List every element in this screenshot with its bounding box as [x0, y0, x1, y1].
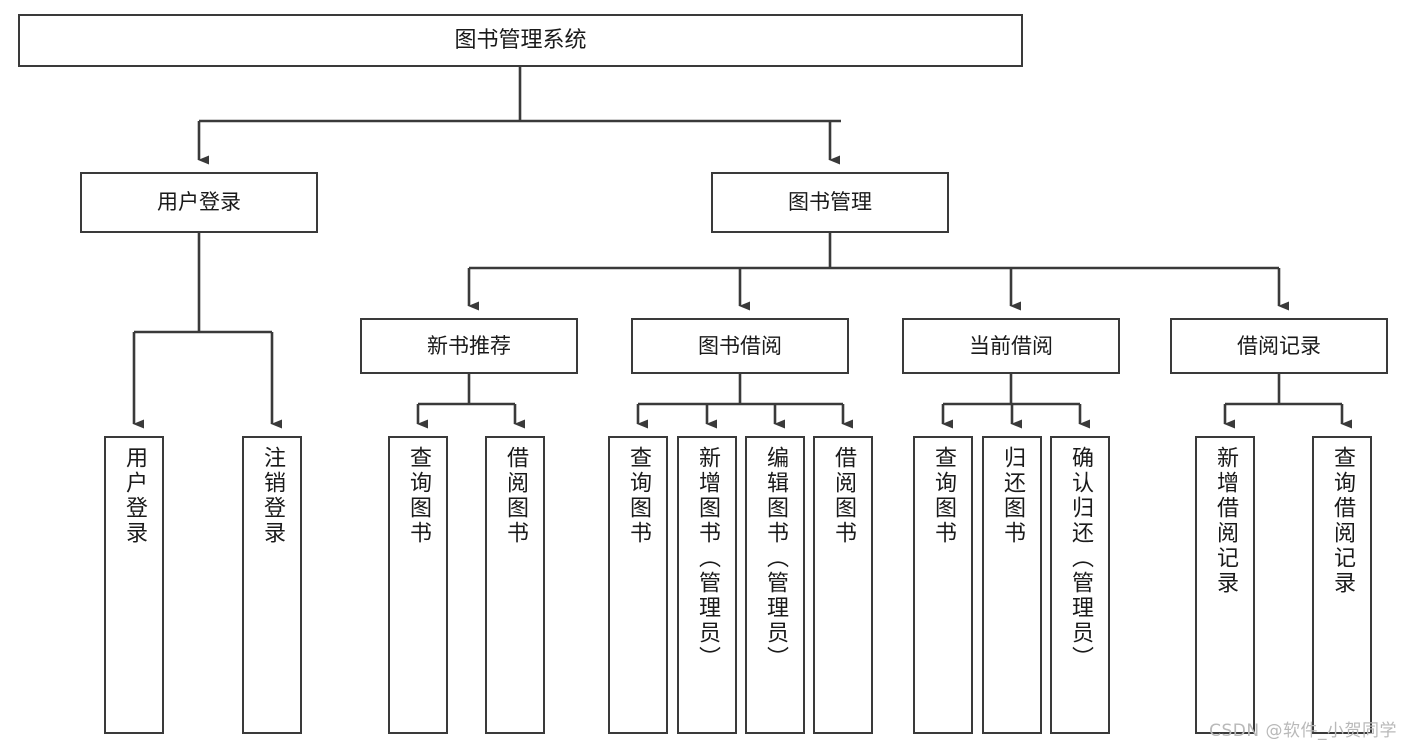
leaf-record-add-record[interactable]: 新增借阅记录: [1195, 436, 1255, 734]
leaf-record-add-record-label: 新增借阅记录: [1213, 446, 1238, 596]
leaf-current-query-book-label: 查询图书: [931, 446, 956, 546]
node-user-login[interactable]: 用户登录: [80, 172, 318, 233]
leaf-current-query-book[interactable]: 查询图书: [913, 436, 973, 734]
node-root-label: 图书管理系统: [454, 27, 587, 53]
node-root[interactable]: 图书管理系统: [18, 14, 1023, 67]
leaf-borrow-edit-book-label: 编辑图书（管理员）: [763, 446, 788, 671]
leaf-borrow-query-book[interactable]: 查询图书: [608, 436, 668, 734]
leaf-borrow-query-book-label: 查询图书: [626, 446, 651, 546]
node-user-login-label: 用户登录: [157, 190, 241, 215]
node-current-borrow[interactable]: 当前借阅: [902, 318, 1120, 374]
node-borrow-record-label: 借阅记录: [1237, 333, 1321, 358]
node-current-borrow-label: 当前借阅: [969, 333, 1053, 358]
leaf-newbook-query-book-label: 查询图书: [406, 446, 431, 546]
leaf-borrow-lend-book-label: 借阅图书: [831, 446, 856, 546]
node-book-borrow-label: 图书借阅: [698, 333, 782, 358]
leaf-newbook-query-book[interactable]: 查询图书: [388, 436, 448, 734]
leaf-borrow-lend-book[interactable]: 借阅图书: [813, 436, 873, 734]
node-book-borrow[interactable]: 图书借阅: [631, 318, 849, 374]
node-book-management-label: 图书管理: [788, 190, 872, 215]
watermark: CSDN @软件_小贺同学: [1209, 721, 1397, 741]
leaf-current-confirm-return[interactable]: 确认归还（管理员）: [1050, 436, 1110, 734]
leaf-current-confirm-return-label: 确认归还（管理员）: [1068, 446, 1093, 671]
node-new-book-recommend[interactable]: 新书推荐: [360, 318, 578, 374]
leaf-record-query-record-label: 查询借阅记录: [1330, 446, 1355, 596]
leaf-borrow-add-book-label: 新增图书（管理员）: [695, 446, 720, 671]
leaf-newbook-borrow-book-label: 借阅图书: [503, 446, 528, 546]
node-new-book-recommend-label: 新书推荐: [427, 333, 511, 358]
leaf-borrow-add-book[interactable]: 新增图书（管理员）: [677, 436, 737, 734]
leaf-current-return-book-label: 归还图书: [1000, 446, 1025, 546]
leaf-user-logout[interactable]: 注销登录: [242, 436, 302, 734]
leaf-record-query-record[interactable]: 查询借阅记录: [1312, 436, 1372, 734]
node-borrow-record[interactable]: 借阅记录: [1170, 318, 1388, 374]
leaf-current-return-book[interactable]: 归还图书: [982, 436, 1042, 734]
leaf-user-login[interactable]: 用户登录: [104, 436, 164, 734]
leaf-user-logout-label: 注销登录: [260, 446, 285, 546]
leaf-borrow-edit-book[interactable]: 编辑图书（管理员）: [745, 436, 805, 734]
leaf-user-login-label: 用户登录: [122, 446, 147, 546]
node-book-management[interactable]: 图书管理: [711, 172, 949, 233]
leaf-newbook-borrow-book[interactable]: 借阅图书: [485, 436, 545, 734]
